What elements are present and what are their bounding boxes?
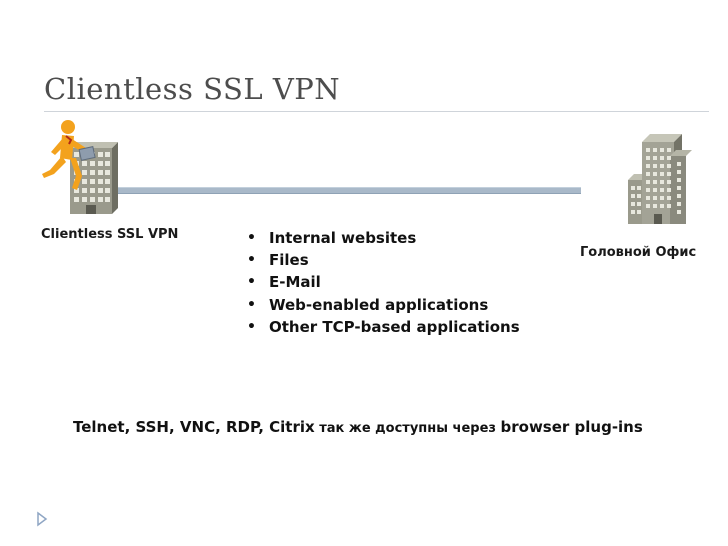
bullet-dot-icon: •	[247, 230, 256, 246]
bullet-dot-icon: •	[247, 252, 256, 269]
note-plugins: browser plug-ins	[500, 418, 643, 436]
office-building-icon	[628, 134, 692, 224]
title-divider	[44, 111, 709, 112]
feature-item: • Other TCP-based applications	[245, 316, 520, 338]
feature-item: • Web-enabled applications	[245, 294, 520, 316]
bullet-dot-icon: •	[247, 274, 256, 291]
feature-item: • Files	[245, 249, 520, 271]
feature-item: • Internal websites	[245, 227, 520, 249]
note-russian-text: так же доступны через	[314, 421, 501, 436]
feature-item-label: E-Mail	[269, 273, 321, 292]
feature-item-label: Web-enabled applications	[269, 295, 489, 314]
feature-item: • E-Mail	[245, 271, 520, 293]
plugins-note: Telnet, SSH, VNC, RDP, Citrix так же дос…	[73, 418, 643, 436]
feature-list: • Internal websites • Files • E-Mail • Web-e…	[245, 227, 520, 338]
bullet-dot-icon: •	[247, 296, 256, 313]
vpn-connection-line	[118, 187, 581, 194]
slide-title: Clientless SSL VPN	[44, 72, 341, 106]
note-protocols: Telnet, SSH, VNC, RDP, Citrix	[73, 418, 315, 436]
running-person-building-icon	[42, 120, 118, 214]
office-label: Головной Офис	[580, 245, 697, 260]
client-label: Clientless SSL VPN	[41, 227, 179, 242]
client-building	[70, 142, 118, 214]
feature-item-label: Files	[269, 251, 309, 270]
slide-bullet-icon	[37, 511, 48, 527]
feature-item-label: Other TCP-based applications	[269, 317, 520, 336]
feature-item-label: Internal websites	[269, 229, 417, 247]
running-person	[42, 120, 96, 190]
bullet-dot-icon: •	[247, 318, 256, 335]
